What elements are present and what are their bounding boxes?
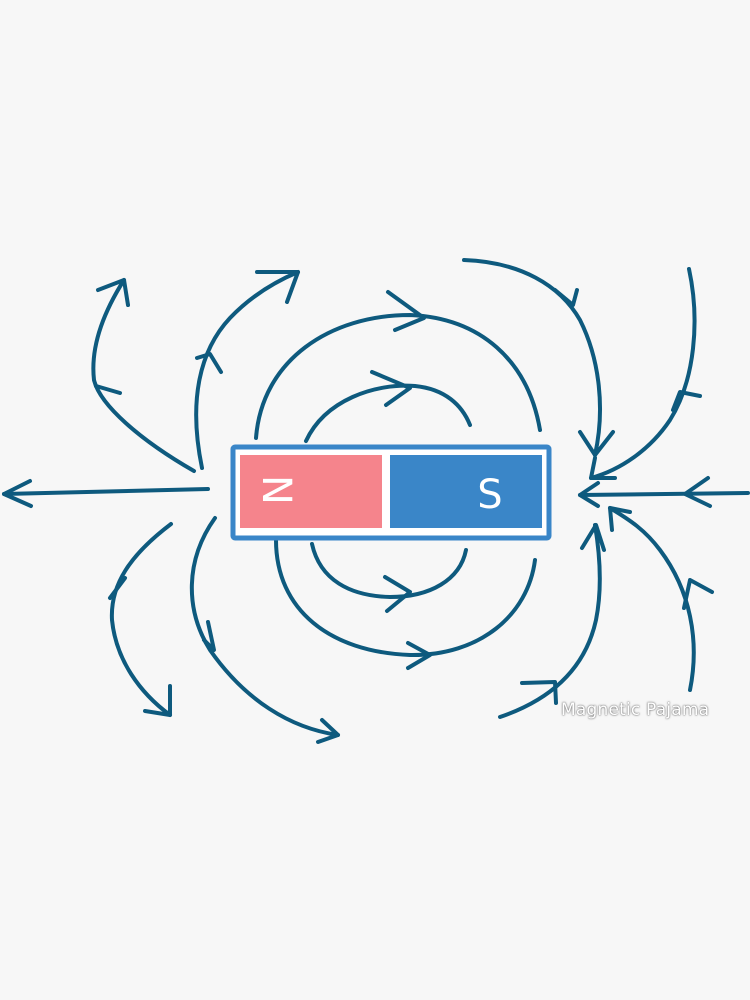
watermark-text: Magnetic Pajama [561, 700, 710, 720]
field-line-bottom-inner-arc [310, 542, 468, 613]
south-pole [390, 455, 542, 528]
field-line-right-horizontal [578, 476, 750, 508]
field-line-right-lower-far [608, 506, 714, 692]
field-line-left-upper-inner [194, 270, 300, 470]
bar-magnet: N S [230, 444, 552, 541]
field-line-left-upper-outer [91, 278, 196, 473]
north-pole [240, 455, 382, 528]
field-lines [2, 258, 750, 744]
field-line-right-lower-near [498, 523, 606, 719]
field-line-left-horizontal [2, 479, 210, 508]
field-line-right-upper-far [589, 267, 702, 480]
field-line-right-upper-near [462, 258, 615, 457]
north-pole-label: N [253, 475, 299, 505]
south-pole-label: S [477, 472, 502, 518]
field-line-top-inner-arc [304, 370, 472, 443]
field-line-top-outer-arc [254, 290, 542, 440]
field-line-bottom-outer-arc [274, 538, 537, 670]
field-line-left-lower-inner [189, 516, 340, 744]
field-line-left-lower-outer [108, 522, 173, 717]
